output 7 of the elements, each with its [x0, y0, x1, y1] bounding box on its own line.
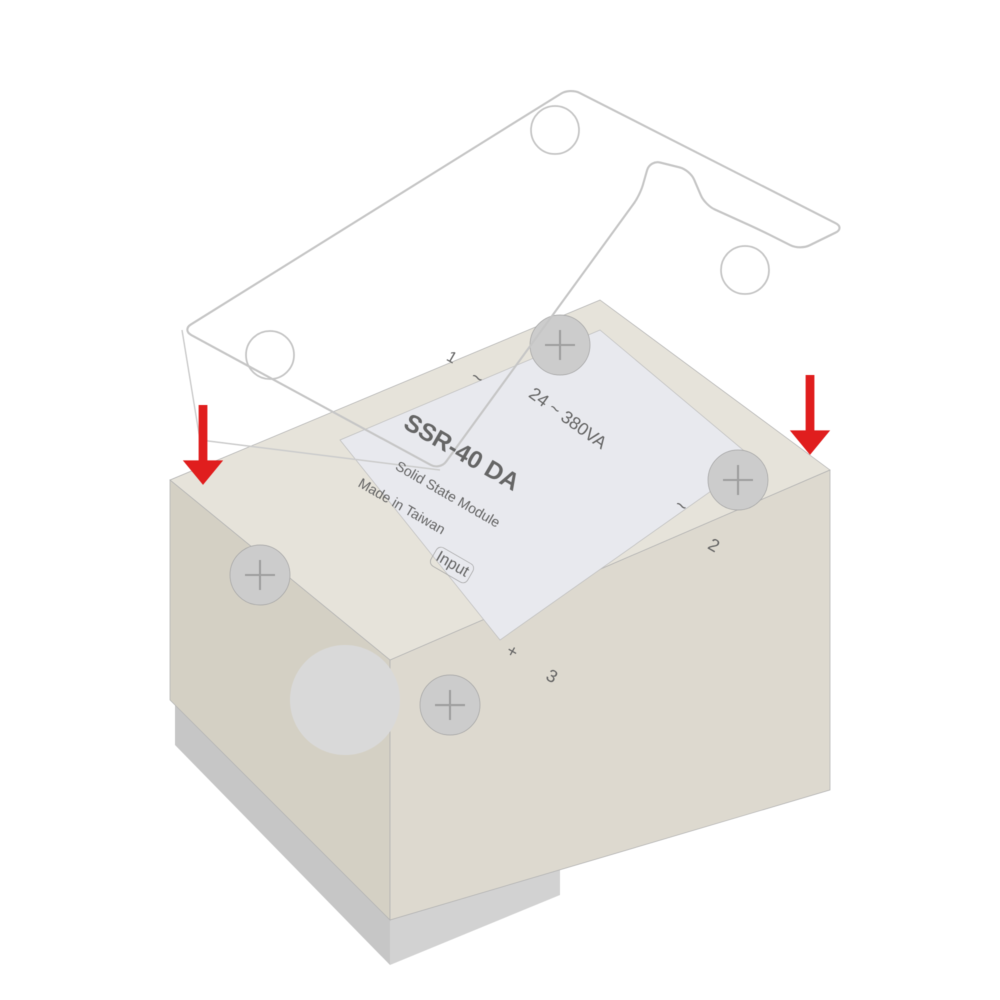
input-tag: Input	[436, 550, 470, 577]
terminal-symbol: ~	[472, 374, 482, 381]
terminal-number: 2	[707, 539, 720, 552]
terminal-number: 3	[546, 670, 558, 682]
terminal-symbol: +	[508, 647, 516, 656]
terminal-symbol: ~	[676, 502, 686, 509]
terminal-number: 1	[446, 352, 456, 364]
